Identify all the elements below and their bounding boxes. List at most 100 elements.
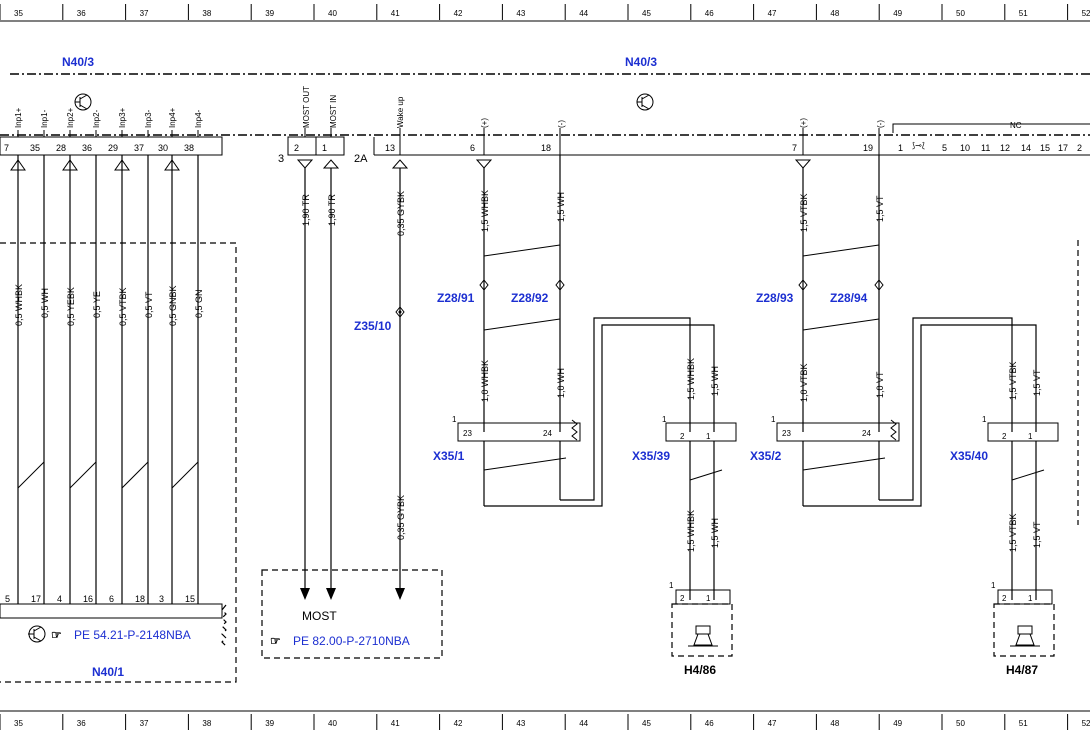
grid-column-label: 36 [77, 719, 86, 728]
right-pin-number: 15 [1040, 143, 1050, 153]
pointing-hand-icon: ☞ [270, 634, 281, 648]
input-pin-label: Inp4- [194, 109, 203, 128]
splice-z28-93: Z28/93 [756, 291, 794, 305]
speaker-h4-86: H4/86 [684, 663, 716, 677]
conn-1-d: 1 [771, 415, 776, 424]
grid-column-label: 35 [14, 719, 23, 728]
input-pin-label: Inp3- [144, 109, 153, 128]
n40-1-label: N40/1 [92, 665, 124, 679]
grid-column-label: 44 [579, 9, 588, 18]
pin-1-b: 1 [706, 594, 711, 603]
wire-label-v7: 1,5 VTBK [1008, 513, 1018, 552]
grid-column-label: 38 [202, 9, 211, 18]
grid-column-label: 51 [1019, 9, 1028, 18]
wire-label-w3: 1,0 WHBK [480, 360, 490, 402]
connector-x35-40: X35/40 [950, 449, 988, 463]
bottom-pin-number: 17 [31, 594, 41, 604]
n40-1-connector [0, 603, 223, 619]
wire-label-v1: 1,5 VTBK [799, 193, 809, 232]
wire-label-v3: 1,0 VTBK [799, 363, 809, 402]
input-pin-number: 30 [158, 143, 168, 153]
grid-column-label: 47 [768, 9, 777, 18]
pin-24-b: 24 [862, 429, 871, 438]
right-pin-number: 17 [1058, 143, 1068, 153]
conn-1-c: 1 [669, 581, 674, 590]
left-wire-label: 0,5 GN [194, 289, 204, 318]
bottom-pin-number: 3 [159, 594, 164, 604]
right-pin-number: 2 [1077, 143, 1082, 153]
grid-column-label: 37 [140, 719, 149, 728]
grid-column-label: 40 [328, 719, 337, 728]
pin-minus-label-2: (-) [876, 120, 885, 128]
most-label: MOST [302, 609, 337, 623]
pin-2-b: 2 [680, 594, 685, 603]
pointing-hand-icon: ☞ [51, 628, 62, 642]
wire-label-w4: 1,0 WH [556, 368, 566, 398]
grid-column-label: 49 [893, 719, 902, 728]
right-pin-number: 5 [942, 143, 947, 153]
grid-column-label: 48 [830, 719, 839, 728]
grid-column-label: 44 [579, 719, 588, 728]
grid-column-label: 45 [642, 9, 651, 18]
speaker-icon [1010, 625, 1040, 647]
grid-column-label: 38 [202, 719, 211, 728]
speaker-h4-87: H4/87 [1006, 663, 1038, 677]
n40-3-left-label: N40/3 [62, 55, 94, 69]
connector-2a-label: 2A [354, 153, 368, 165]
conn-1-b: 1 [662, 415, 667, 424]
right-pin-number: 12 [1000, 143, 1010, 153]
pin-1-a: 1 [706, 432, 711, 441]
wire-label-v8: 1,5 VT [1032, 521, 1042, 548]
left-wire-label: 0,5 VTBK [118, 287, 128, 326]
grid-column-label: 46 [705, 719, 714, 728]
left-input-pins: Inp1+7Inp1-35Inp2+28Inp2-36Inp3+29Inp3-3… [4, 107, 203, 153]
grid-column-label: 36 [77, 9, 86, 18]
reference-link-1[interactable]: PE 54.21-P-2148NBA [74, 628, 191, 642]
grid-column-label: 47 [768, 719, 777, 728]
grid-column-label: 45 [642, 719, 651, 728]
most-pin-1: 1 [322, 143, 327, 153]
pin-minus-label-1: (-) [557, 120, 566, 128]
bottom-pin-number: 6 [109, 594, 114, 604]
grid-column-label: 39 [265, 9, 274, 18]
conn-1-f: 1 [991, 581, 996, 590]
bottom-pin-number: 5 [5, 594, 10, 604]
wake-pin-number: 13 [385, 143, 395, 153]
pin-23-a: 23 [463, 429, 472, 438]
wake-wire-label-top: 0,35 GYBK [396, 191, 406, 236]
grid-column-label: 37 [140, 9, 149, 18]
pin-1-d: 1 [1028, 594, 1033, 603]
connector-x35-2: X35/2 [750, 449, 782, 463]
bottom-pin-number: 16 [83, 594, 93, 604]
right-pin-number: 14 [1021, 143, 1031, 153]
transistor-icon [74, 93, 92, 111]
grid-column-label: 50 [956, 719, 965, 728]
pin-1-c: 1 [1028, 432, 1033, 441]
wire-label-v5: 1,5 VTBK [1008, 361, 1018, 400]
input-pin-number: 37 [134, 143, 144, 153]
left-speaker-circuit [457, 155, 737, 657]
left-connector-block [0, 136, 223, 156]
left-wire-label: 0,5 GNBK [168, 285, 178, 326]
wire-label-v4: 1,0 VT [875, 371, 885, 398]
input-pin-number: 29 [108, 143, 118, 153]
splice-z35-10: Z35/10 [354, 319, 392, 333]
grid-column-label: 46 [705, 9, 714, 18]
wire-label-w5: 1,5 WHBK [686, 358, 696, 400]
left-wire-label: 0,5 WH [40, 288, 50, 318]
wire-label-w6: 1,5 WH [710, 366, 720, 396]
grid-column-label: 43 [516, 719, 525, 728]
wake-wire-label-bottom: 0,35 GYBK [396, 495, 406, 540]
input-pin-label: Inp2- [92, 109, 101, 128]
input-pin-number: 7 [4, 143, 9, 153]
input-pin-number: 36 [82, 143, 92, 153]
input-pin-label: Inp3+ [118, 107, 127, 128]
reference-link-2[interactable]: PE 82.00-P-2710NBA [293, 634, 410, 648]
wake-up-label: Wake up [396, 96, 405, 128]
speaker-icon [688, 625, 718, 647]
wire-label-w8: 1,5 WH [710, 518, 720, 548]
